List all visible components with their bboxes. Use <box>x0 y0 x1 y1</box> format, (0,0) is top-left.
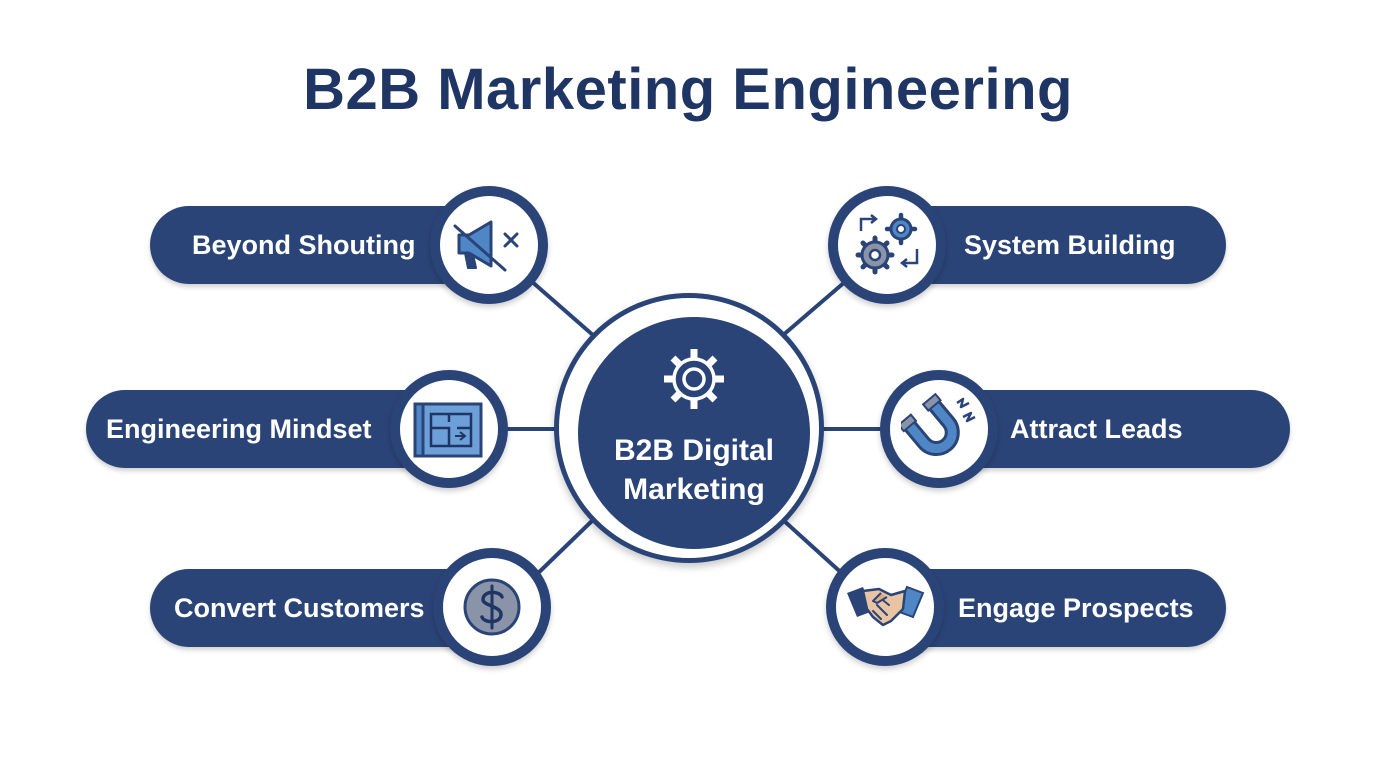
connector-engage-prospects <box>780 517 848 579</box>
handshake-icon <box>847 585 925 627</box>
hub-node: B2B Digital Marketing <box>554 293 824 563</box>
node-label: System Building <box>964 230 1176 260</box>
hub-label-line2: Marketing <box>623 473 765 506</box>
node-label: Engineering Mindset <box>106 414 372 444</box>
diagram-title: B2B Marketing Engineering <box>303 57 1073 122</box>
muted-megaphone-icon <box>453 220 519 272</box>
blueprint-icon <box>413 402 483 458</box>
node-icon-badge <box>390 370 508 488</box>
node-label: Attract Leads <box>1010 414 1183 444</box>
hub-label: B2B Digital Marketing <box>578 431 810 509</box>
node-label: Beyond Shouting <box>192 230 416 260</box>
node-engage-prospects: Engage Prospects <box>876 569 1226 647</box>
node-icon-badge <box>828 186 946 304</box>
gear-icon <box>664 349 724 409</box>
node-icon-badge <box>880 370 998 488</box>
node-label: Convert Customers <box>174 593 425 623</box>
node-label: Engage Prospects <box>958 593 1194 623</box>
node-icon-badge <box>433 548 551 666</box>
node-icon-badge <box>430 186 548 304</box>
connector-convert-customers <box>531 517 596 580</box>
connector-beyond-shouting <box>528 278 596 338</box>
connector-system-building <box>780 279 848 338</box>
gears-cycle-icon <box>855 212 919 275</box>
node-engineering-mindset: Engineering Mindset <box>86 390 456 468</box>
magnet-icon <box>901 392 976 456</box>
dollar-coin-icon <box>463 578 521 636</box>
node-icon-badge <box>826 548 944 666</box>
hub-label-line1: B2B Digital <box>613 434 775 467</box>
